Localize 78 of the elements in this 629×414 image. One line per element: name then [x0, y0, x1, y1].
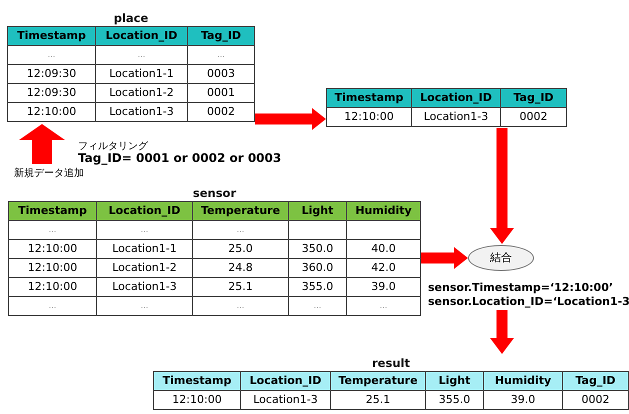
arrow — [490, 310, 514, 354]
header-cell: Location_ID — [96, 202, 192, 220]
table-cell: 355.0 — [288, 278, 346, 296]
data-table — [326, 88, 567, 127]
table-cell: ... — [8, 296, 96, 316]
table-cell: Location1-2 — [96, 258, 192, 278]
header-cell: Timestamp — [154, 372, 240, 390]
table-cell: 40.0 — [346, 240, 420, 258]
table-cell: ... — [96, 46, 188, 64]
table-cell: 39.0 — [346, 278, 420, 296]
table-cell: ... — [188, 46, 254, 64]
table-cell: Location1-1 — [96, 64, 188, 84]
table-cell: 0003 — [188, 64, 254, 84]
table-cell: Location1-2 — [96, 84, 188, 102]
header-cell: Location_ID — [240, 372, 330, 390]
condition-text: sensor.Timestamp=‘12:10:00’ — [428, 281, 614, 295]
table-cell: ... — [96, 296, 192, 316]
header-cell: Timestamp — [8, 26, 96, 46]
data-table — [153, 355, 629, 410]
table-cell: 0002 — [562, 390, 628, 410]
table-cell: 350.0 — [288, 240, 346, 258]
header-cell: Humidity — [484, 372, 562, 390]
table-cell: 12:10:00 — [8, 102, 96, 122]
table-cell: 12:10:00 — [8, 278, 96, 296]
table-cell: 25.0 — [192, 240, 288, 258]
table-cell: 0002 — [500, 108, 566, 126]
header-cell: Timestamp — [8, 202, 96, 220]
table-cell: ... — [8, 220, 96, 240]
table-cell: 42.0 — [346, 258, 420, 278]
table-cell: 24.8 — [192, 258, 288, 278]
table-cell: 0001 — [188, 84, 254, 102]
header-cell: Light — [426, 372, 484, 390]
table-title: sensor — [192, 185, 238, 201]
arrow — [255, 108, 326, 130]
table-cell: 39.0 — [484, 390, 562, 410]
header-cell: Tag_ID — [188, 26, 254, 46]
table-cell: 12:10:00 — [154, 390, 240, 410]
table-cell: Location1-1 — [96, 240, 192, 258]
table-cell: 25.1 — [192, 278, 288, 296]
note-text: Tag_ID= 0001 or 0002 or 0003 — [78, 151, 282, 165]
edge-label: 新規データ追加 — [14, 166, 84, 180]
table-cell: ... — [288, 296, 346, 316]
table-cell: 12:09:30 — [8, 84, 96, 102]
table-title: place — [112, 10, 150, 26]
table-cell: 12:10:00 — [8, 258, 96, 278]
header-cell: Timestamp — [326, 88, 412, 108]
table-cell: ... — [192, 296, 288, 316]
arrow — [19, 124, 65, 164]
table-cell: 12:09:30 — [8, 64, 96, 84]
header-cell: Temperature — [192, 202, 288, 220]
header-cell: Location_ID — [412, 88, 500, 108]
table-cell: 25.1 — [330, 390, 426, 410]
join-ellipse: 結合 — [468, 245, 534, 271]
header-cell: Tag_ID — [500, 88, 566, 108]
header-cell: Temperature — [330, 372, 426, 390]
header-cell: Humidity — [346, 202, 420, 220]
table-cell: 0002 — [188, 102, 254, 122]
arrow — [490, 128, 514, 244]
header-cell: Location_ID — [96, 26, 188, 46]
table-cell: 360.0 — [288, 258, 346, 278]
table-cell: 355.0 — [426, 390, 484, 410]
table-cell: 12:10:00 — [326, 108, 412, 126]
header-cell: Tag_ID — [562, 372, 628, 390]
table-cell: ... — [96, 220, 192, 240]
table-cell: 12:10:00 — [8, 240, 96, 258]
table-cell: Location1-3 — [96, 102, 188, 122]
table-title: result — [371, 355, 411, 371]
header-cell: Light — [288, 202, 346, 220]
table-cell: Location1-3 — [240, 390, 330, 410]
table-cell: ... — [346, 296, 420, 316]
note-text: フィルタリング — [78, 140, 148, 153]
table-cell: ... — [192, 220, 288, 240]
arrow — [421, 247, 468, 269]
data-table — [7, 10, 255, 122]
table-cell: ... — [8, 46, 96, 64]
condition-text: sensor.Location_ID=‘Location1-3 — [428, 295, 629, 309]
table-cell: Location1-3 — [412, 108, 500, 126]
table-cell: Location1-3 — [96, 278, 192, 296]
